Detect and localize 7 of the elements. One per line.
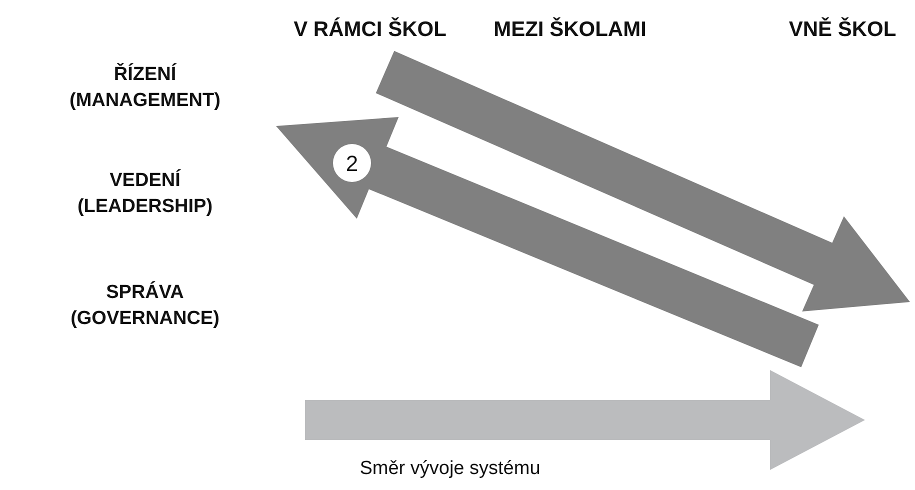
axis-caption: Směr vývoje systému bbox=[360, 458, 540, 479]
column-heading: V RÁMCI ŠKOL bbox=[294, 18, 446, 41]
row-heading: SPRÁVA (GOVERNANCE) bbox=[70, 282, 220, 329]
row-heading: ŘÍZENÍ (MANAGEMENT) bbox=[70, 64, 220, 111]
column-heading: MEZI ŠKOLAMI bbox=[494, 18, 646, 41]
row-heading: VEDENÍ (LEADERSHIP) bbox=[77, 170, 213, 217]
column-heading: VNĚ ŠKOL bbox=[788, 18, 896, 41]
